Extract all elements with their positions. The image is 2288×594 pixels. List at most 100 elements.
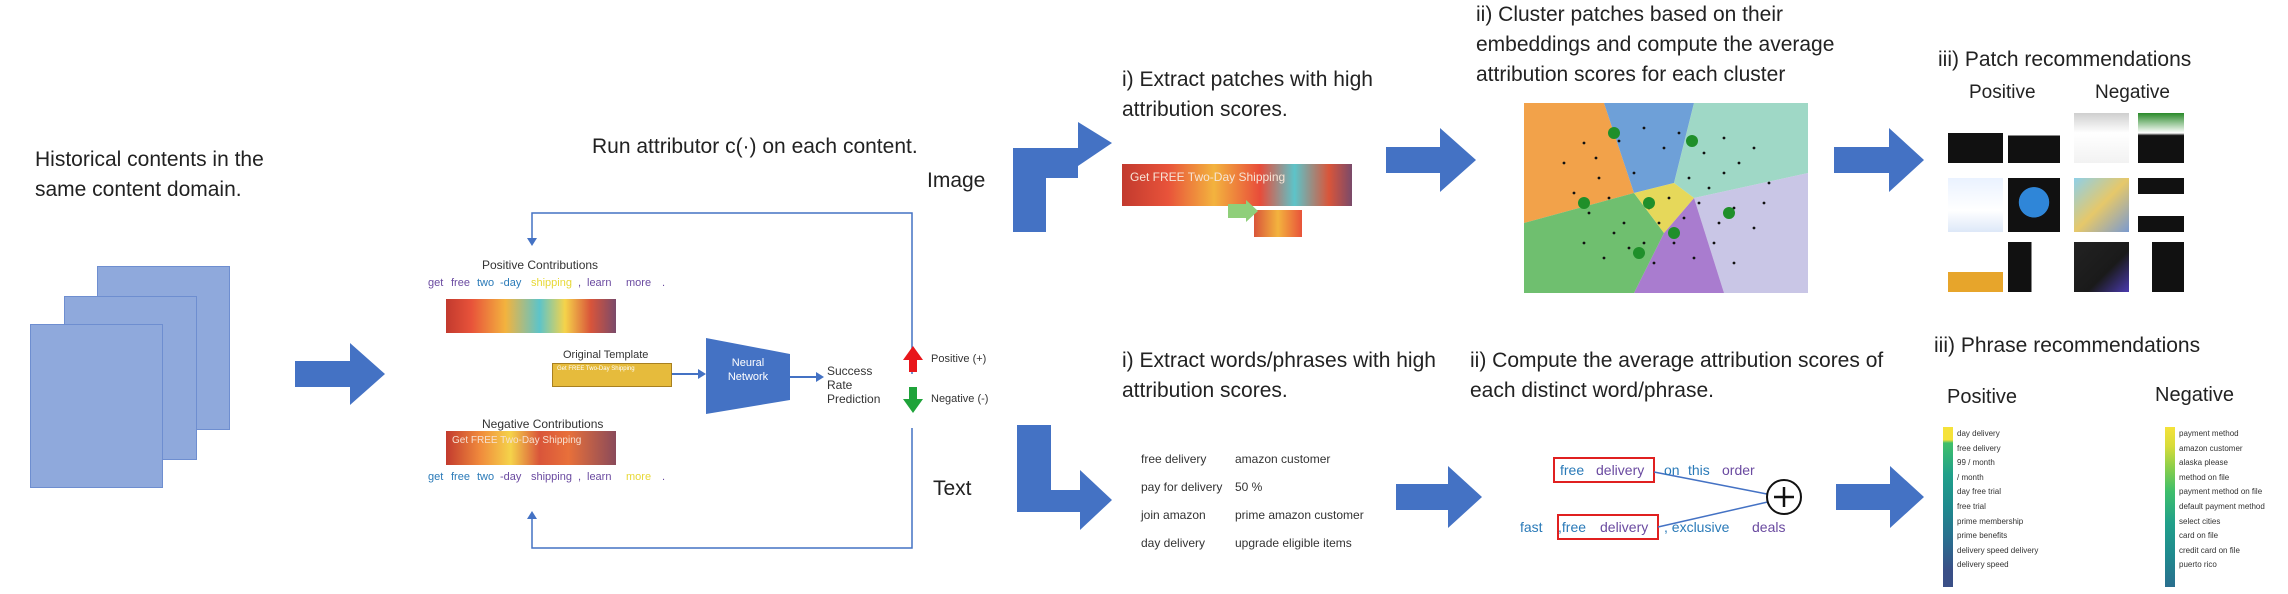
negative-arrow <box>903 387 923 413</box>
patch-thumb <box>2074 178 2129 232</box>
list-item: amazon customer <box>2179 443 2243 453</box>
original-template-banner-text: Get FREE Two-Day Shipping <box>557 366 635 372</box>
agg-word: delivery <box>1596 462 1645 478</box>
table-row: pay for delivery 50 % <box>1140 473 1365 501</box>
list-item: payment method <box>2179 429 2239 438</box>
text-step3-caption: iii) Phrase recommendations <box>1934 334 2201 357</box>
token: learn <box>587 277 612 289</box>
positive-label: Positive (+) <box>931 353 987 365</box>
agg-word: this <box>1688 462 1710 478</box>
patch-thumb <box>2138 113 2184 163</box>
extracted-patch-main: Get FREE Two-Day Shipping <box>1122 164 1352 206</box>
list-item: day free trial <box>1957 487 2002 497</box>
token: -day <box>500 277 522 289</box>
positive-contributions-title: Positive Contributions <box>482 258 599 272</box>
list-item: free trial <box>1957 501 1986 511</box>
positive-phrase-list: day delivery free delivery 99 / month / … <box>1957 427 2038 573</box>
token: more <box>626 471 652 483</box>
patch-negative-heading: Negative <box>2095 82 2170 103</box>
token: two <box>477 277 495 289</box>
token: , <box>578 277 582 289</box>
positive-heatmap-banner <box>446 299 616 333</box>
agg-word: , exclusive <box>1664 519 1730 535</box>
arrow-image-step2 <box>1386 128 1476 192</box>
negative-heatmap-banner: Get FREE Two-Day Shipping <box>446 431 616 465</box>
token: more <box>626 277 652 289</box>
token: shipping <box>531 471 572 483</box>
token: , <box>578 471 582 483</box>
arrow-text-branch <box>1017 425 1112 530</box>
cluster-plot <box>1524 103 1808 293</box>
list-item: delivery speed <box>1957 560 2009 570</box>
token: . <box>662 277 666 289</box>
positive-phrase-bar <box>1943 427 1953 587</box>
positive-arrow <box>903 346 923 372</box>
extracted-patch-text: Get FREE Two-Day Shipping <box>1130 170 1286 184</box>
token: get <box>428 277 444 289</box>
patch-thumb <box>2138 242 2184 292</box>
text-label: Text <box>933 477 972 500</box>
success-rate-label: Success Rate Prediction <box>827 364 897 406</box>
success-rate-text: Success Rate Prediction <box>827 364 881 406</box>
patch-thumb <box>2008 178 2060 232</box>
arrow-image-branch <box>1013 122 1112 232</box>
table-cell: upgrade eligible items <box>1235 536 1352 550</box>
negative-phrase-list: payment method amazon customer alaska pl… <box>2179 427 2265 573</box>
patch-thumb <box>2008 113 2060 163</box>
list-item: payment method on file <box>2179 487 2263 497</box>
image-step2-caption: ii) Cluster patches based on their embed… <box>1476 3 1835 86</box>
run-attributor-text: Run attributor c(·) on each content. <box>592 135 918 158</box>
extracted-patch-small <box>1254 210 1302 237</box>
arrow-text-step3 <box>1836 466 1924 528</box>
agg-word: delivery <box>1600 519 1649 535</box>
list-item: alaska please <box>2179 458 2228 468</box>
text-step1-caption: i) Extract words/phrases with high attri… <box>1122 349 1436 402</box>
token: shipping <box>531 277 572 289</box>
original-template-banner: Get FREE Two-Day Shipping <box>552 363 672 387</box>
list-item: / month <box>1957 472 1984 482</box>
arrow-text-step2 <box>1396 466 1482 528</box>
original-template-title: Original Template <box>563 349 649 361</box>
list-item: card on file <box>2179 531 2219 541</box>
agg-word: fast <box>1520 519 1543 535</box>
table-row: join amazon prime amazon customer <box>1140 501 1365 529</box>
agg-word: order <box>1722 462 1755 478</box>
neural-network-text: Neural Network <box>727 357 769 383</box>
list-item: delivery speed delivery <box>1957 545 2039 555</box>
list-item: prime membership <box>1957 516 2024 526</box>
neural-network-shape <box>706 338 790 414</box>
table-cell: prime amazon customer <box>1235 508 1364 522</box>
text-step2-caption: ii) Compute the average attribution scor… <box>1470 349 1884 402</box>
patch-thumb <box>1948 113 2003 163</box>
table-cell: day delivery <box>1141 536 1206 550</box>
image-step3-caption: iii) Patch recommendations <box>1938 48 2192 71</box>
list-item: puerto rico <box>2179 560 2217 570</box>
negative-contributions-title: Negative Contributions <box>482 417 604 431</box>
run-attributor-caption: Run attributor c(·) on each content. <box>592 132 932 162</box>
table-cell: amazon customer <box>1235 452 1331 466</box>
agg-word: on <box>1664 462 1680 478</box>
agg-word: deals <box>1752 519 1786 535</box>
negative-phrase-bar <box>2165 427 2175 587</box>
patch-thumb <box>1948 242 2003 292</box>
image-label: Image <box>927 169 986 192</box>
list-item: prime benefits <box>1957 531 2008 541</box>
table-cell: 50 % <box>1235 480 1263 494</box>
token: free <box>451 277 470 289</box>
feedback-line-bottom <box>531 428 913 549</box>
list-item: select cities <box>2179 516 2221 526</box>
patch-thumb <box>2074 242 2129 292</box>
table-cell: free delivery <box>1141 452 1207 466</box>
token: get <box>428 471 444 483</box>
patch-green-arrow <box>1228 200 1258 222</box>
patch-positive-heading: Positive <box>1969 82 2036 103</box>
image-step1-caption: i) Extract patches with high attribution… <box>1122 68 1373 121</box>
phrase-negative-heading: Negative <box>2155 384 2234 406</box>
agg-word: ,free <box>1558 519 1587 535</box>
negative-label: Negative (-) <box>931 393 989 405</box>
negative-banner-text: Get FREE Two-Day Shipping <box>452 435 582 446</box>
extracted-phrases-table: free delivery amazon customer pay for de… <box>1140 445 1365 557</box>
list-item: credit card on file <box>2179 545 2240 555</box>
arrow-image-step3 <box>1834 128 1924 192</box>
token: learn <box>587 471 612 483</box>
